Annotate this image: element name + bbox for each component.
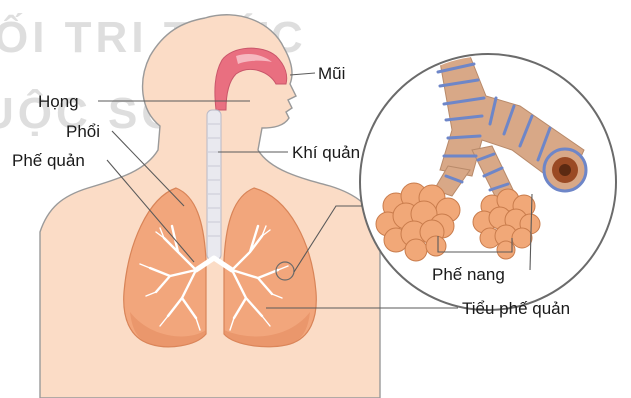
label-lungs: Phổi [66, 122, 100, 141]
label-alveoli: Phế nang [432, 265, 505, 284]
label-nose: Mũi [318, 64, 345, 83]
label-bronchi: Phế quản [12, 151, 85, 170]
label-trachea: Khí quản [292, 143, 360, 162]
trachea [207, 110, 221, 260]
label-throat: Họng [38, 92, 79, 111]
label-bronchioles: Tiểu phế quản [462, 299, 570, 318]
